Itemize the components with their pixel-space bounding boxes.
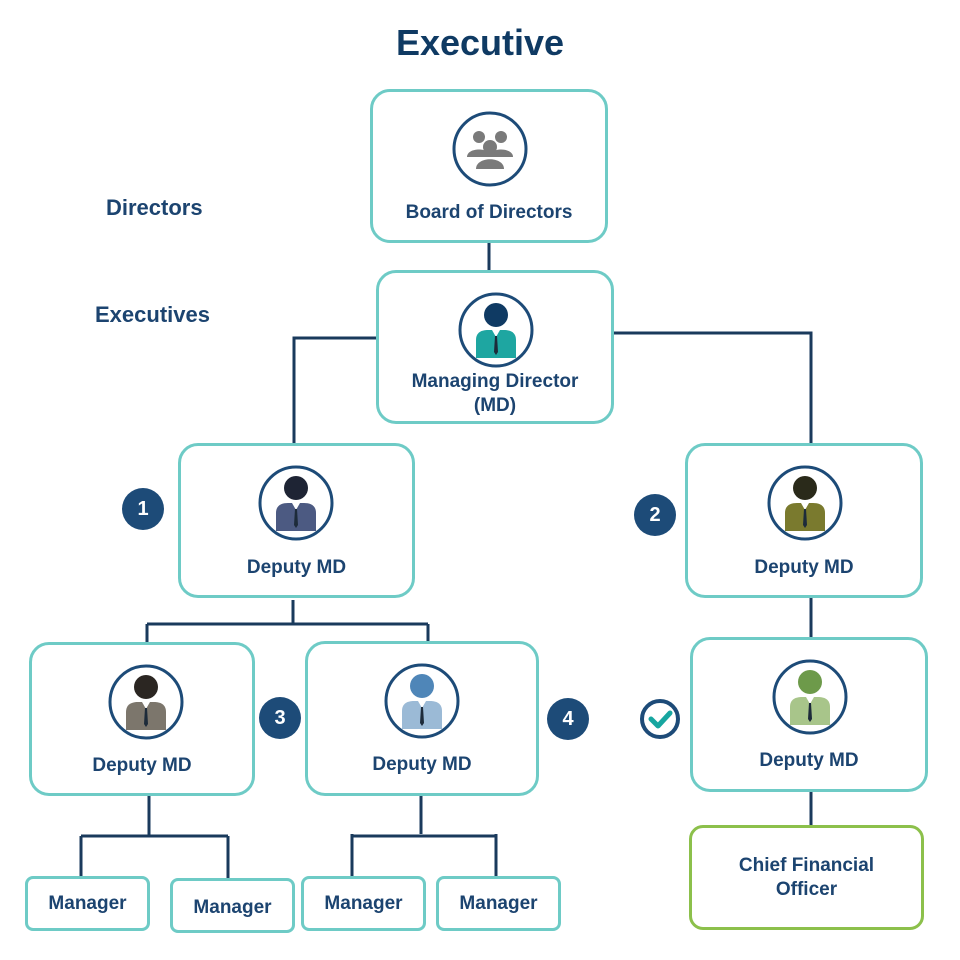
node-label: Managing Director (MD) [411, 371, 579, 416]
node-label: Manager [324, 893, 403, 914]
node-manager-3[interactable]: Manager [301, 876, 426, 931]
node-board-of-directors[interactable]: Board of Directors [370, 89, 608, 243]
person-icon [772, 659, 848, 735]
person-icon [458, 292, 534, 368]
node-label: Deputy MD [372, 754, 472, 775]
node-label: Deputy MD [759, 750, 859, 771]
node-label: Board of Directors [405, 202, 573, 223]
node-chief-financial-officer[interactable]: Chief Financial Officer [689, 825, 924, 930]
check-icon [640, 699, 680, 739]
node-label: Manager [48, 893, 127, 914]
node-label: Deputy MD [92, 755, 192, 776]
step-badge-2: 2 [634, 494, 676, 536]
node-manager-4[interactable]: Manager [436, 876, 561, 931]
connector-md-dmd2 [613, 331, 813, 443]
person-icon [258, 465, 334, 541]
step-badge-1: 1 [122, 488, 164, 530]
node-deputy-md-3[interactable]: Deputy MD [29, 642, 255, 796]
node-label: Manager [193, 897, 272, 918]
node-label: Manager [459, 893, 538, 914]
node-deputy-md-5[interactable]: Deputy MD [690, 637, 928, 792]
node-manager-2[interactable]: Manager [170, 878, 295, 933]
node-label: Deputy MD [246, 557, 347, 578]
connector-dmd3-managers [79, 796, 230, 878]
node-deputy-md-1[interactable]: Deputy MD [178, 443, 415, 598]
person-icon [767, 465, 843, 541]
connector-dmd4-managers [350, 796, 498, 876]
step-badge-3: 3 [259, 697, 301, 739]
group-icon [452, 111, 528, 187]
node-label: Deputy MD [754, 557, 854, 578]
person-icon [108, 664, 184, 740]
row-label-directors: Directors [106, 195, 203, 220]
node-deputy-md-2[interactable]: Deputy MD [685, 443, 923, 598]
node-label: Chief Financial Officer [738, 855, 875, 900]
node-manager-1[interactable]: Manager [25, 876, 150, 931]
node-managing-director[interactable]: Managing Director (MD) [376, 270, 614, 424]
page-title: Executive [395, 22, 565, 63]
row-label-executives: Executives [95, 302, 210, 327]
connector-md-dmd1 [292, 336, 377, 443]
person-icon [384, 663, 460, 739]
connector-dmd1-children [145, 600, 430, 642]
step-badge-4: 4 [547, 698, 589, 740]
node-deputy-md-4[interactable]: Deputy MD [305, 641, 539, 796]
